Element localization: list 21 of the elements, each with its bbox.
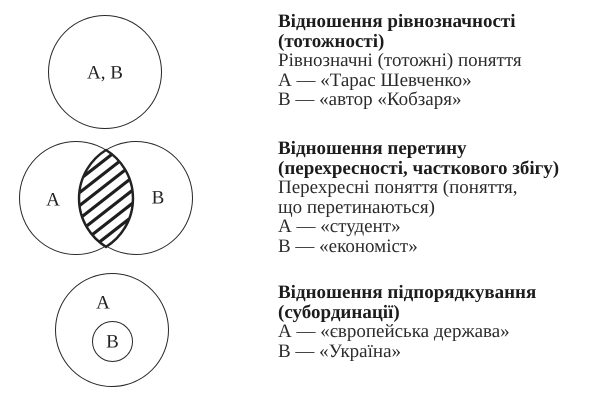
example-text: В — «Україна»: [278, 342, 401, 362]
set-circle: [48, 15, 162, 129]
relation-description: Перехресні поняття (поняття, що перетинаються): [278, 178, 518, 218]
example-text: В — «автор «Кобзаря»: [278, 90, 462, 110]
relation-description: Рівнозначні (тотожні) поняття: [278, 51, 522, 71]
example-text: А — «студент»: [278, 217, 401, 237]
set-circle: [78, 141, 192, 255]
set-letter: В: [106, 332, 119, 351]
set-circle: [18, 141, 132, 255]
set-circle: [92, 321, 133, 362]
example-text: В — «економіст»: [278, 236, 418, 257]
example-text: А — «європейська держава»: [278, 322, 510, 342]
set-letter: А: [96, 294, 110, 312]
relation-heading: Відношення рівнозначності (тотожності): [278, 12, 516, 52]
example-text: А — «Тарас Шевченко»: [278, 70, 472, 90]
relation-heading: Відношення підпорядкування (субординації): [278, 283, 538, 322]
set-circle: [54, 273, 168, 387]
set-letter: А, В: [87, 64, 123, 82]
set-letter: В: [152, 188, 164, 208]
relation-heading: Відношення перетину (перехресності, часткового збігу): [278, 139, 560, 178]
set-letter: А: [46, 190, 60, 210]
